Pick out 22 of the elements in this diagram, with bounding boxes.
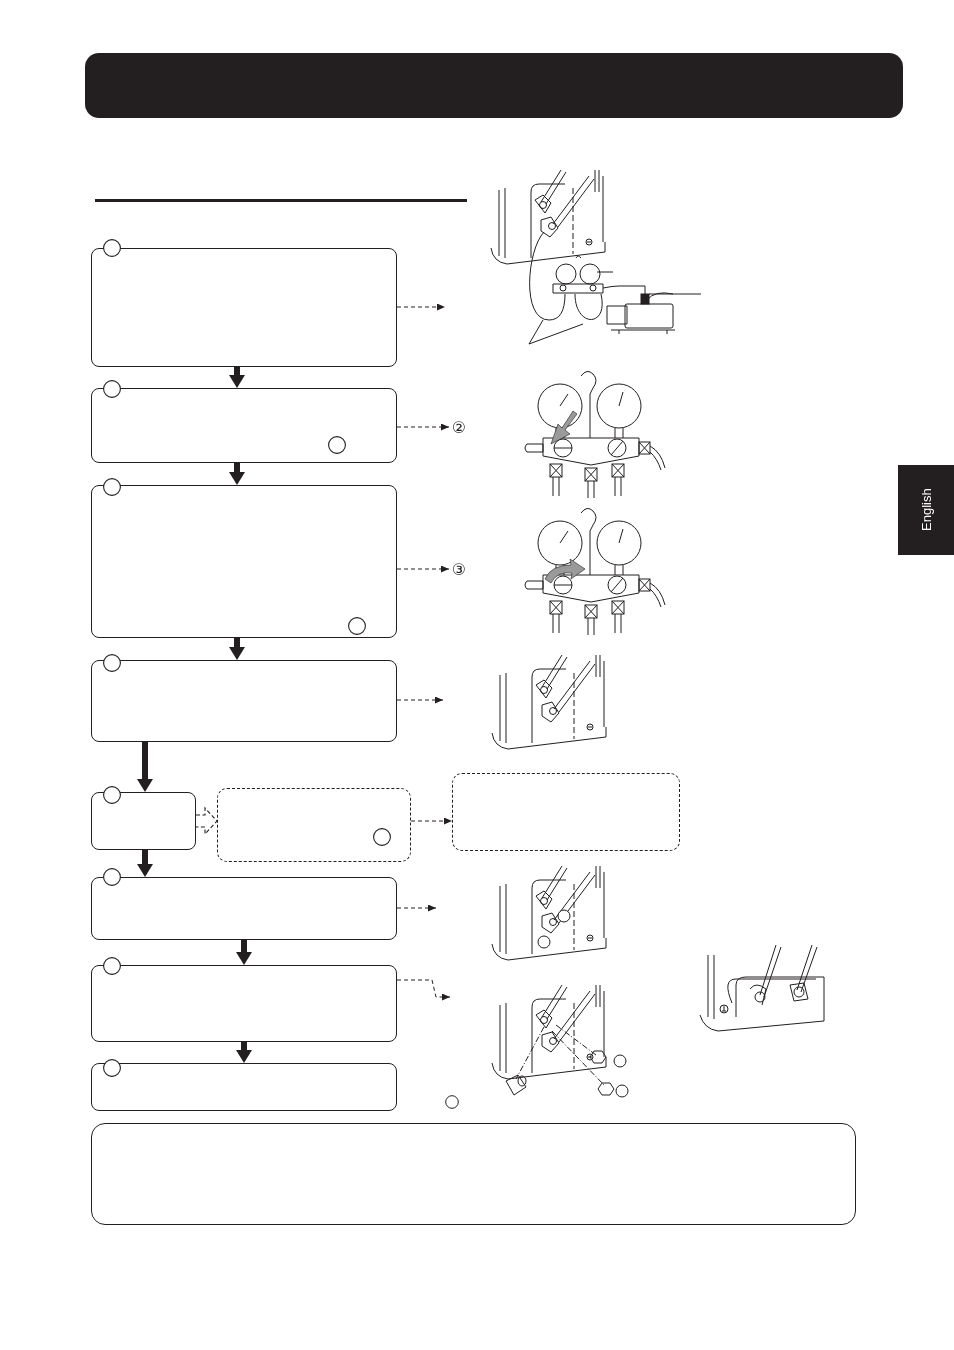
- dashed-arrow: [396, 423, 450, 431]
- note-box: [91, 1123, 856, 1225]
- flow-arrow: [229, 638, 245, 660]
- hollow-arrow: [195, 806, 218, 836]
- flow-arrow: [236, 940, 252, 965]
- flow-arrow: [229, 367, 245, 388]
- dashed-arrow: [396, 565, 450, 573]
- dashed-arrow: [396, 303, 446, 311]
- dashed-arrow: [396, 696, 444, 704]
- reference-number: ②: [449, 418, 469, 437]
- flow-arrow: [137, 850, 153, 877]
- language-tab: English: [898, 465, 954, 555]
- dashed-arrow: [396, 979, 451, 1001]
- flow-arrow: [236, 1042, 252, 1063]
- reference-number: ③: [449, 560, 469, 579]
- title-bar: [85, 53, 903, 118]
- flow-arrow: [229, 463, 245, 485]
- flow-arrow: [137, 742, 153, 792]
- dashed-box: [217, 788, 411, 862]
- dashed-box: [452, 773, 680, 851]
- dashed-arrow: [410, 817, 453, 825]
- dashed-arrow: [396, 904, 437, 912]
